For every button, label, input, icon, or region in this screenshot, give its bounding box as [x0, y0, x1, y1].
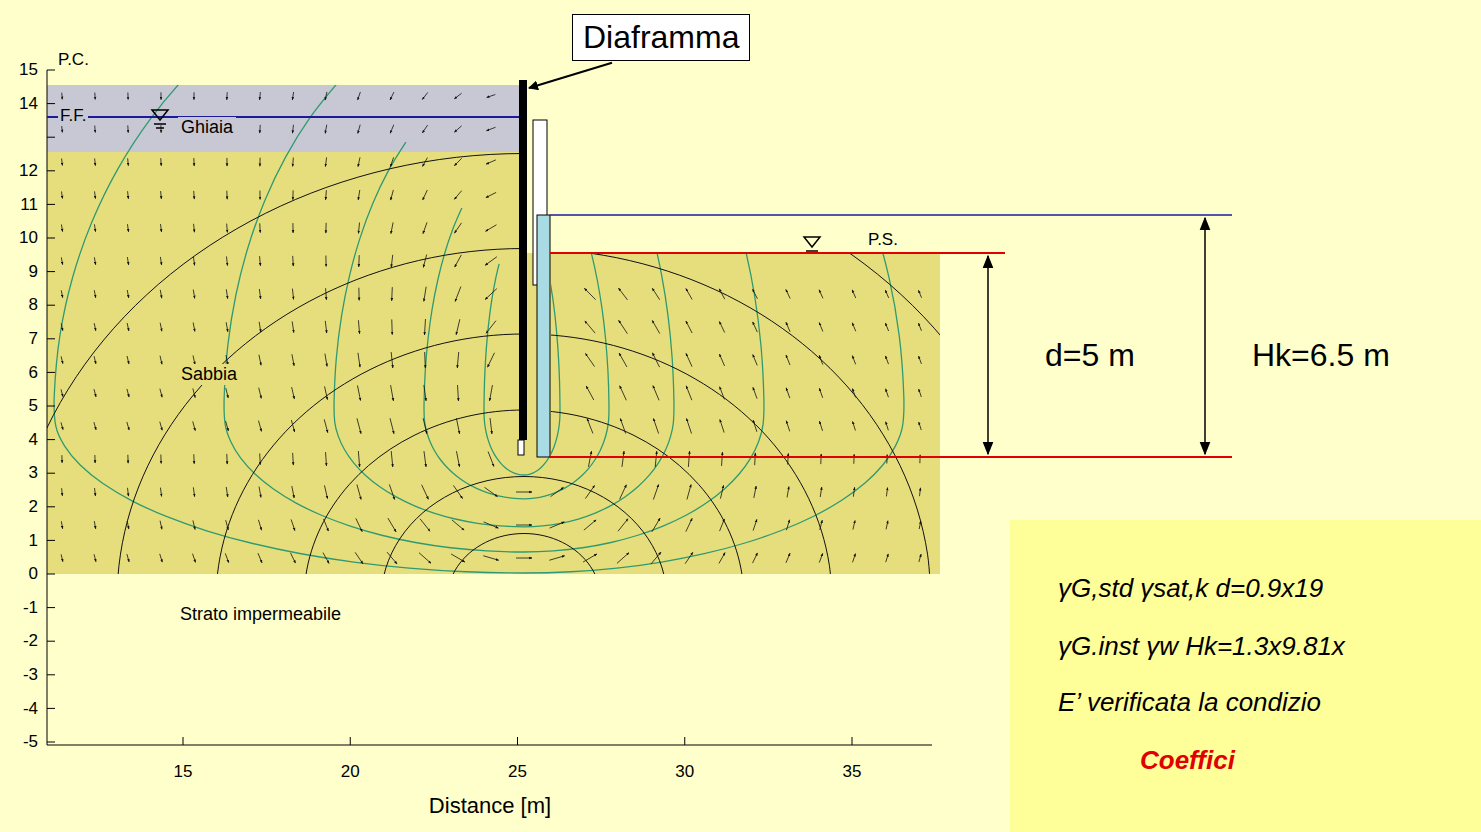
axis-tick-label: 15 — [174, 762, 193, 782]
ground-level-label: P.C. — [58, 50, 89, 70]
gravel-layer: Ghiaia — [47, 85, 520, 152]
diaphragm-wall — [519, 80, 527, 440]
dimension-arrow — [1204, 218, 1206, 454]
node-text: Ghiaia — [178, 117, 236, 138]
axis-tick-label: 15 — [19, 60, 38, 80]
axis-tick-label: 20 — [341, 762, 360, 782]
node-text: γG,std γsat,k d=0.9x19 — [1058, 574, 1323, 604]
axis-tick-label: 12 — [19, 161, 38, 181]
wall-tip-level — [550, 456, 1232, 458]
axis-tick-label: 10 — [19, 228, 38, 248]
leader-line — [529, 63, 612, 88]
axis-tick-label: 1 — [29, 531, 38, 551]
axis-tick-label: 7 — [29, 329, 38, 349]
axis-tick-label: 14 — [19, 94, 38, 114]
axis-tick-label: 3 — [29, 463, 38, 483]
axis-tick-label: 8 — [29, 295, 38, 315]
axis-tick-label: -5 — [23, 732, 38, 752]
water-level-symbol — [804, 237, 820, 251]
axis-tick-label: 11 — [20, 195, 38, 215]
axis-tick-label: 0 — [29, 564, 38, 584]
gravel-layer-shape — [47, 85, 520, 152]
flow-net — [7, 34, 1042, 832]
excavation-level — [550, 252, 1005, 254]
axis-tick-label: 6 — [29, 363, 38, 383]
node-text: γG.inst γw Hk=1.3x9.81x — [1058, 632, 1345, 662]
axis-tick-label: -2 — [23, 631, 38, 651]
axis-tick-label: 9 — [29, 262, 38, 282]
axis-tick-label: -1 — [23, 598, 38, 618]
axis-tick-label: -4 — [23, 699, 38, 719]
head-line — [550, 214, 1232, 216]
axis-tick-label: 30 — [675, 762, 694, 782]
node-text: E’ verificata la condizio — [1058, 688, 1321, 718]
axis-tick-label: 4 — [29, 430, 38, 450]
axis-title: Distance [m] — [429, 793, 551, 818]
node-text: Diaframma — [583, 19, 739, 56]
axis-tick-label: -3 — [23, 665, 38, 685]
node-text: Sabbia — [178, 364, 240, 385]
axis-tick-label: 2 — [29, 497, 38, 517]
water-table-line — [47, 116, 519, 118]
dimension-label: d=5 m — [1045, 337, 1135, 374]
dimension-label: Hk=6.5 m — [1252, 337, 1390, 374]
water-table-label: F.F. — [58, 106, 88, 126]
node-text: Coeffici — [1140, 746, 1235, 776]
verification-box: γG,std γsat,k d=0.9x19 γG.inst γw Hk=1.3x… — [1010, 520, 1481, 832]
seepage-vectors — [61, 92, 922, 564]
axes — [47, 70, 932, 745]
axis-tick-label: 25 — [508, 762, 527, 782]
dimension-arrow — [987, 256, 989, 454]
wall-tip — [518, 440, 524, 455]
uplift-prism — [537, 215, 550, 457]
callout-box: Diaframma — [572, 14, 750, 61]
excavation-level-label: P.S. — [866, 230, 900, 250]
axis-tick-label: 5 — [29, 396, 38, 416]
layer-label: Strato impermeabile — [180, 604, 341, 625]
axis-tick-label: 35 — [843, 762, 862, 782]
water-level-symbol — [152, 110, 168, 128]
